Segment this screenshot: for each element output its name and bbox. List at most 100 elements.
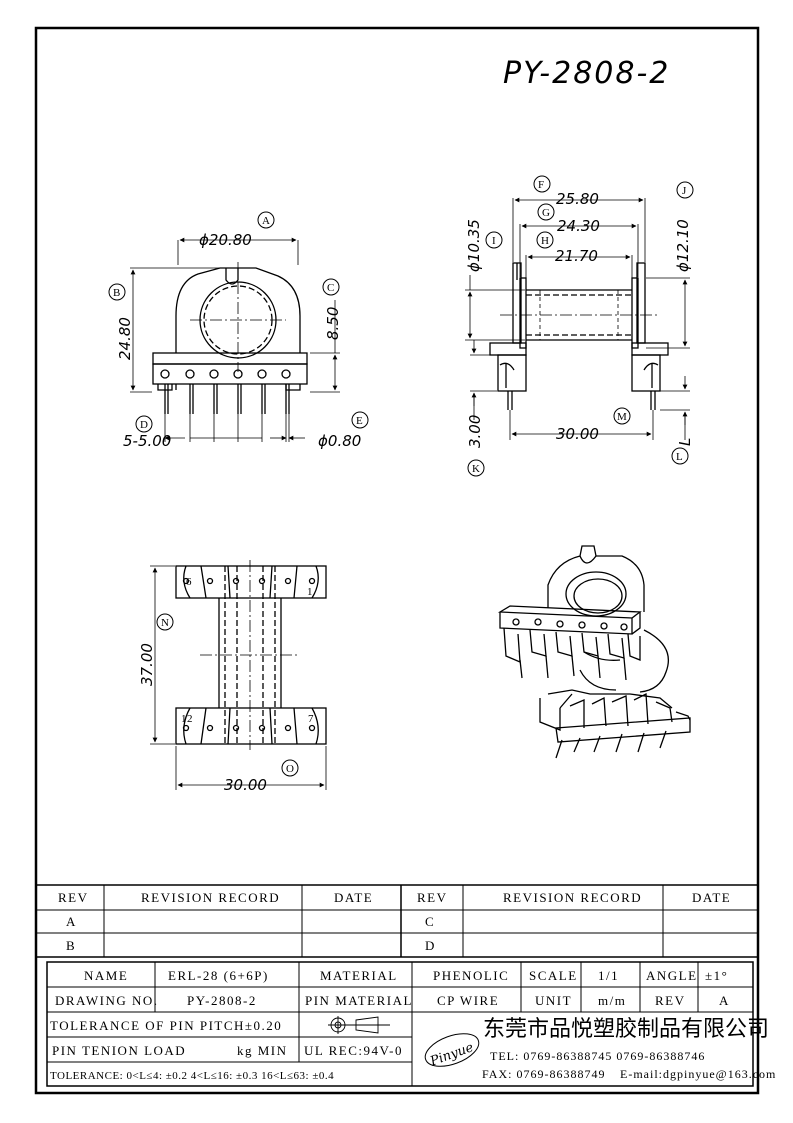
rev-header-date: DATE bbox=[334, 890, 373, 905]
dim-pin-dia: ϕ0.80 bbox=[318, 432, 361, 450]
company-fax: FAX: 0769-86388749 bbox=[482, 1067, 605, 1081]
callout-i bbox=[485, 231, 503, 249]
rev-row-d: D bbox=[425, 938, 436, 953]
callouts bbox=[108, 175, 694, 777]
company-logo-text: Pinyue bbox=[427, 1040, 475, 1070]
callout-letter-c: C bbox=[327, 282, 335, 294]
rev-header-date2: DATE bbox=[692, 890, 731, 905]
tb-pin-material-label: PIN MATERIAL bbox=[305, 993, 413, 1008]
tb-drawing-value: PY-2808-2 bbox=[187, 993, 257, 1008]
bottom-view bbox=[175, 560, 327, 750]
callout-letter-k: K bbox=[472, 463, 480, 475]
callout-n bbox=[156, 613, 174, 631]
projection-symbol bbox=[328, 1016, 390, 1034]
callout-b bbox=[108, 283, 126, 301]
callout-letter-d: D bbox=[140, 419, 148, 431]
dim-pitch: 5-5.00 bbox=[123, 432, 171, 450]
dim-h: 21.70 bbox=[555, 247, 598, 265]
callout-letter-g: G bbox=[542, 207, 550, 219]
tb-material-value: PHENOLIC bbox=[433, 968, 509, 983]
tb-angle-label: ANGLE bbox=[646, 968, 698, 983]
callout-j bbox=[676, 181, 694, 199]
company-name: 东莞市品悦塑胶制品有限公司 bbox=[483, 1017, 769, 1042]
isometric-view bbox=[497, 545, 691, 759]
dim-n: 37.00 bbox=[138, 643, 156, 686]
dim-g: 24.30 bbox=[557, 217, 600, 235]
callout-k bbox=[467, 459, 485, 477]
rev-header-rev: REV bbox=[58, 890, 89, 905]
callout-letter-j: J bbox=[682, 185, 687, 197]
tb-unit-value: m/m bbox=[598, 993, 626, 1008]
pin-label-7: 7 bbox=[308, 713, 314, 725]
tb-pin-tension-label: PIN TENION LOAD bbox=[52, 1043, 186, 1058]
dim-l: L bbox=[676, 438, 694, 446]
dim-j: ϕ12.10 bbox=[674, 219, 692, 272]
front-view bbox=[152, 262, 308, 414]
tb-material-label: MATERIAL bbox=[320, 968, 398, 983]
callout-d bbox=[135, 415, 153, 433]
callout-letter-i: I bbox=[492, 235, 496, 247]
side-view-dimensions bbox=[465, 197, 690, 440]
sheet-border bbox=[34, 26, 760, 1095]
tb-unit-label: UNIT bbox=[535, 993, 572, 1008]
tb-name-label: NAME bbox=[84, 968, 128, 983]
rev-row-a: A bbox=[66, 914, 77, 929]
dim-k: 3.00 bbox=[466, 415, 484, 448]
dim-c: 8.50 bbox=[324, 307, 342, 340]
tb-drawing-label: DRAWING NO. bbox=[55, 993, 159, 1008]
side-view bbox=[489, 262, 669, 410]
tb-rev-label: REV bbox=[655, 993, 686, 1008]
rev-row-b: B bbox=[66, 938, 76, 953]
tb-pin-tension-unit: kg MIN bbox=[237, 1043, 288, 1058]
callout-a bbox=[257, 211, 275, 229]
title-block bbox=[46, 961, 754, 1087]
callout-letter-l: L bbox=[676, 451, 683, 463]
callout-c bbox=[322, 278, 340, 296]
drawing-title: PY-2808-2 bbox=[503, 56, 670, 91]
dim-o: 30.00 bbox=[224, 776, 267, 794]
rev-header-record: REVISION RECORD bbox=[141, 890, 280, 905]
tb-scale-label: SCALE bbox=[529, 968, 578, 983]
dim-f: 25.80 bbox=[556, 190, 599, 208]
callout-letter-n: N bbox=[161, 617, 169, 629]
dim-m: 30.00 bbox=[556, 425, 599, 443]
callout-letter-a: A bbox=[262, 215, 270, 227]
callout-g bbox=[537, 203, 555, 221]
rev-row-c: C bbox=[425, 914, 435, 929]
company-tel: TEL: 0769-86388745 0769-86388746 bbox=[490, 1049, 705, 1063]
revision-table bbox=[36, 884, 758, 958]
tb-scale-value: 1/1 bbox=[598, 968, 619, 983]
callout-f bbox=[533, 175, 551, 193]
callout-e bbox=[351, 411, 369, 429]
rev-header-record2: REVISION RECORD bbox=[503, 890, 642, 905]
callout-letter-f: F bbox=[538, 179, 545, 191]
callout-letters: A B C D E F G H I J K L M N O bbox=[113, 179, 687, 775]
tb-ul-rec: UL REC:94V-0 bbox=[304, 1043, 403, 1058]
dim-a: ϕ20.80 bbox=[199, 231, 252, 249]
callout-letter-m: M bbox=[617, 411, 627, 423]
pin-label-6: 6 bbox=[186, 576, 192, 588]
callout-l bbox=[671, 447, 689, 465]
pin-label-12: 12 bbox=[181, 713, 193, 725]
callout-o bbox=[281, 759, 299, 777]
tb-rev-value: A bbox=[719, 993, 730, 1008]
dim-b: 24.80 bbox=[116, 317, 134, 360]
tb-tolerance-general: TOLERANCE: 0<L≤4: ±0.2 4<L≤16: ±0.3 16<L… bbox=[50, 1070, 334, 1082]
tb-angle-value: ±1° bbox=[705, 968, 728, 983]
pin-label-1: 1 bbox=[307, 586, 313, 598]
callout-letter-b: B bbox=[113, 287, 121, 299]
callout-h bbox=[536, 231, 554, 249]
company-logo: Pinyue bbox=[424, 1033, 480, 1070]
rev-header-rev2: REV bbox=[417, 890, 448, 905]
callout-letter-e: E bbox=[356, 415, 363, 427]
company-email: E-mail:dgpinyue@163.com bbox=[620, 1067, 776, 1081]
callout-letter-h: H bbox=[541, 235, 549, 247]
front-view-dimensions bbox=[130, 237, 340, 442]
tb-pin-material-value: CP WIRE bbox=[437, 993, 499, 1008]
callout-letter-o: O bbox=[286, 763, 294, 775]
bottom-view-dimensions bbox=[150, 565, 327, 790]
dim-i: ϕ10.35 bbox=[465, 219, 483, 272]
tb-name-value: ERL-28 (6+6P) bbox=[168, 968, 269, 983]
tb-tolerance-pitch: TOLERANCE OF PIN PITCH±0.20 bbox=[50, 1018, 282, 1033]
